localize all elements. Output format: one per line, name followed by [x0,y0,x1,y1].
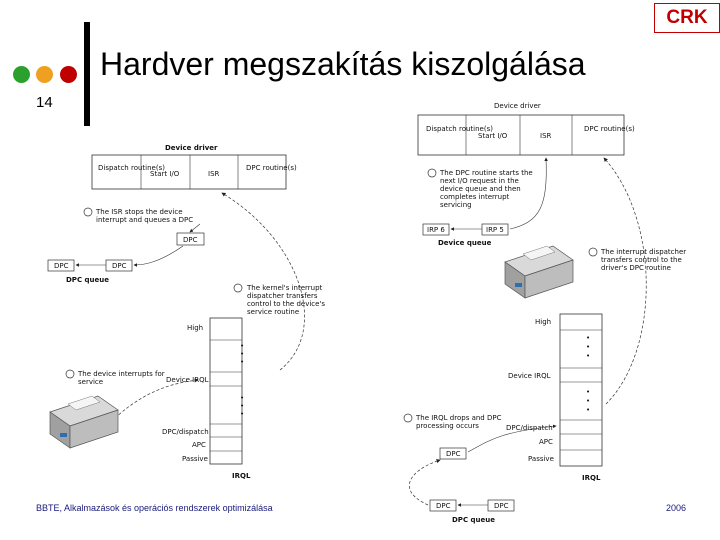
left-irql-apc: APC [192,441,206,449]
svg-text:•: • [586,397,590,405]
right-printer-icon [504,245,574,299]
left-driver-cell-isr: ISR [208,170,220,178]
right-queue-item-1 [422,223,450,236]
right-queue-item-1-label: IRP 6 [427,226,445,234]
red-dot-icon [60,66,77,83]
svg-text:•: • [240,410,244,418]
left-irql-passive: Passive [182,455,208,463]
left-device-driver-label: Device driver [165,144,218,152]
title-divider [84,22,90,126]
left-driver-box [91,154,287,190]
green-dot-icon [13,66,30,83]
left-irql-label: IRQL [232,472,251,480]
svg-text:•: • [240,402,244,410]
left-driver-cell-dispatch: Dispatch routine(s) [98,164,165,172]
left-step1-marker [65,369,75,379]
right-driver-cell-isr: ISR [540,132,552,140]
left-dpc-box-label: DPC [183,236,198,244]
left-step2-marker [233,283,243,293]
bottom-queue-item-1-label: DPC [436,502,451,510]
left-queue-item-2-label: DPC [112,262,127,270]
svg-text:•: • [586,406,590,414]
right-irql-apc: APC [539,438,553,446]
left-irql-high: High [187,324,203,332]
right-driver-cell-dpc: DPC routine(s) [584,125,635,133]
footer-year: 2006 [666,503,687,513]
left-dpc-box [176,232,205,246]
bottom-queue-label: DPC queue [452,516,495,524]
right-irql-label: IRQL [582,474,601,482]
svg-text:•: • [586,388,590,396]
right-irql-column [559,313,603,467]
right-dpc-box [439,447,467,460]
left-step3-marker [83,207,93,217]
right-step4-marker [403,413,413,423]
slide-title: Hardver megszakítás kiszolgálása [100,46,586,82]
right-dpc-box-label: DPC [446,450,461,458]
footer-text: BBTE, Alkalmazások és operációs rendszer… [36,503,273,513]
svg-text:•: • [586,343,590,351]
right-irql-dispatch: DPC/dispatch [506,424,553,432]
left-driver-cell-dpc: DPC routine(s) [246,164,297,172]
right-queue-item-2-label: IRP 5 [486,226,504,234]
svg-text:•: • [240,342,244,350]
right-step6-marker [427,168,437,178]
left-printer-icon [49,395,119,449]
right-queue-label: Device queue [438,239,492,247]
left-driver-cell-startio: Start I/O [150,170,180,178]
svg-text:•: • [240,350,244,358]
left-irql-dispatch: DPC/dispatch [162,428,209,436]
left-queue-item-1-label: DPC [54,262,69,270]
right-driver-box [417,114,625,156]
left-queue-item-2 [105,259,133,272]
left-queue-label: DPC queue [66,276,109,284]
left-irql-column [209,317,243,465]
bottom-queue-item-1 [429,499,457,512]
left-queue-item-1 [47,259,75,272]
bottom-queue-item-2 [487,499,515,512]
right-irql-passive: Passive [528,455,554,463]
orange-dot-icon [36,66,53,83]
right-queue-item-2 [481,223,509,236]
right-device-driver-label: Device driver [494,102,541,110]
svg-text:•: • [240,394,244,402]
bottom-queue-item-2-label: DPC [494,502,509,510]
right-irql-device: Device IRQL [508,372,551,380]
page-number: 14 [36,94,53,111]
right-irql-high: High [535,318,551,326]
svg-text:•: • [240,358,244,366]
right-driver-cell-dispatch: Dispatch routine(s) [426,125,493,133]
right-step5-marker [588,247,598,257]
svg-text:•: • [586,334,590,342]
left-irql-device: Device IRQL [166,376,209,384]
right-driver-cell-startio: Start I/O [478,132,508,140]
svg-text:•: • [586,352,590,360]
